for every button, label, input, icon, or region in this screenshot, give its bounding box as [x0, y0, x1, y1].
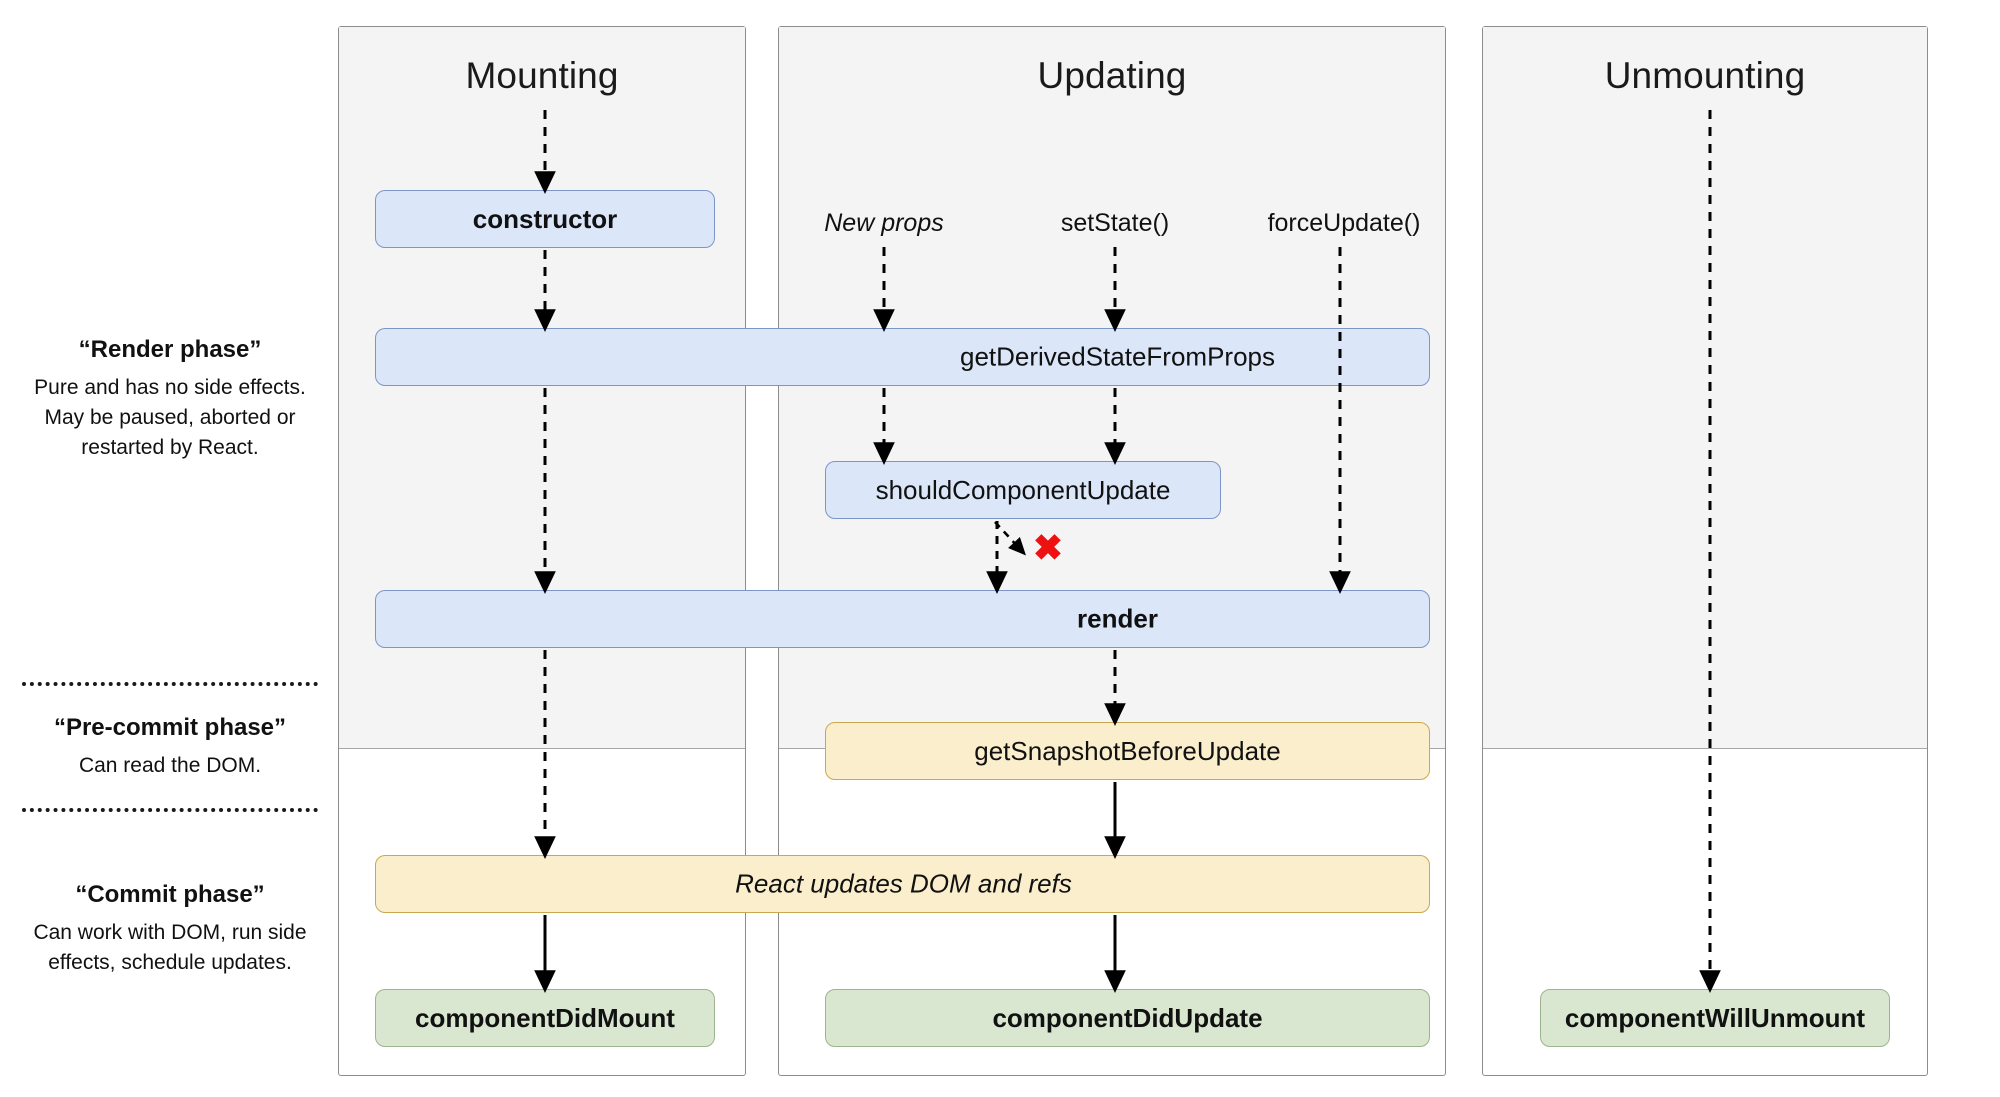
phase-commit-title: “Commit phase”: [75, 881, 265, 908]
node-react-updates-dom-and-refs[interactable]: React updates DOM and refs: [375, 855, 1430, 913]
node-constructor-label: constructor: [472, 203, 618, 234]
phase-commit-description: Can work with DOM, run side effects, sch…: [33, 921, 307, 974]
phase-pre-commit-title: “Pre-commit phase”: [53, 714, 287, 741]
column-unmounting: Unmounting: [1482, 26, 1928, 1076]
node-component-will-unmount-label: componentWillUnmount: [1564, 1002, 1866, 1033]
node-render-label: render: [1077, 603, 1158, 634]
column-unmounting-title: Unmounting: [1604, 55, 1806, 96]
node-get-derived-state-from-props-label: getDerivedStateFromProps: [959, 341, 1276, 372]
phase-divider-bottom: [22, 808, 318, 812]
node-get-snapshot-before-update[interactable]: getSnapshotBeforeUpdate: [825, 722, 1430, 780]
trigger-set-state: setState(): [1060, 209, 1170, 237]
node-component-did-mount[interactable]: componentDidMount: [375, 989, 715, 1047]
column-mounting: Mounting: [338, 26, 746, 1076]
node-should-component-update-label: shouldComponentUpdate: [875, 474, 1171, 505]
column-unmounting-render-shade: [1483, 27, 1927, 749]
node-should-component-update[interactable]: shouldComponentUpdate: [825, 461, 1221, 519]
node-get-derived-state-from-props[interactable]: getDerivedStateFromProps: [375, 328, 1430, 386]
column-updating: Updating: [778, 26, 1446, 1076]
node-component-did-mount-label: componentDidMount: [415, 1002, 675, 1033]
phase-render-title: “Render phase”: [78, 336, 262, 363]
trigger-new-props: New props: [824, 209, 944, 237]
trigger-force-update: forceUpdate(): [1267, 209, 1421, 237]
node-component-did-update[interactable]: componentDidUpdate: [825, 989, 1430, 1047]
phase-divider-top: [22, 682, 318, 686]
node-get-snapshot-before-update-label: getSnapshotBeforeUpdate: [974, 735, 1281, 766]
node-constructor[interactable]: constructor: [375, 190, 715, 248]
node-render[interactable]: render: [375, 590, 1430, 648]
phase-commit: “Commit phase” Can work with DOM, run si…: [20, 880, 320, 978]
phase-render-description: Pure and has no side effects. May be pau…: [34, 376, 306, 459]
skip-render-cross-icon: ✖: [1032, 527, 1064, 568]
column-updating-title: Updating: [1037, 55, 1187, 96]
column-mounting-title: Mounting: [465, 55, 619, 96]
node-component-did-update-label: componentDidUpdate: [992, 1002, 1263, 1033]
phase-pre-commit-description: Can read the DOM.: [78, 754, 262, 777]
node-react-updates-dom-and-refs-label: React updates DOM and refs: [735, 868, 1072, 899]
phase-render: “Render phase” Pure and has no side effe…: [20, 335, 320, 462]
phase-pre-commit: “Pre-commit phase” Can read the DOM.: [20, 713, 320, 781]
node-component-will-unmount[interactable]: componentWillUnmount: [1540, 989, 1890, 1047]
